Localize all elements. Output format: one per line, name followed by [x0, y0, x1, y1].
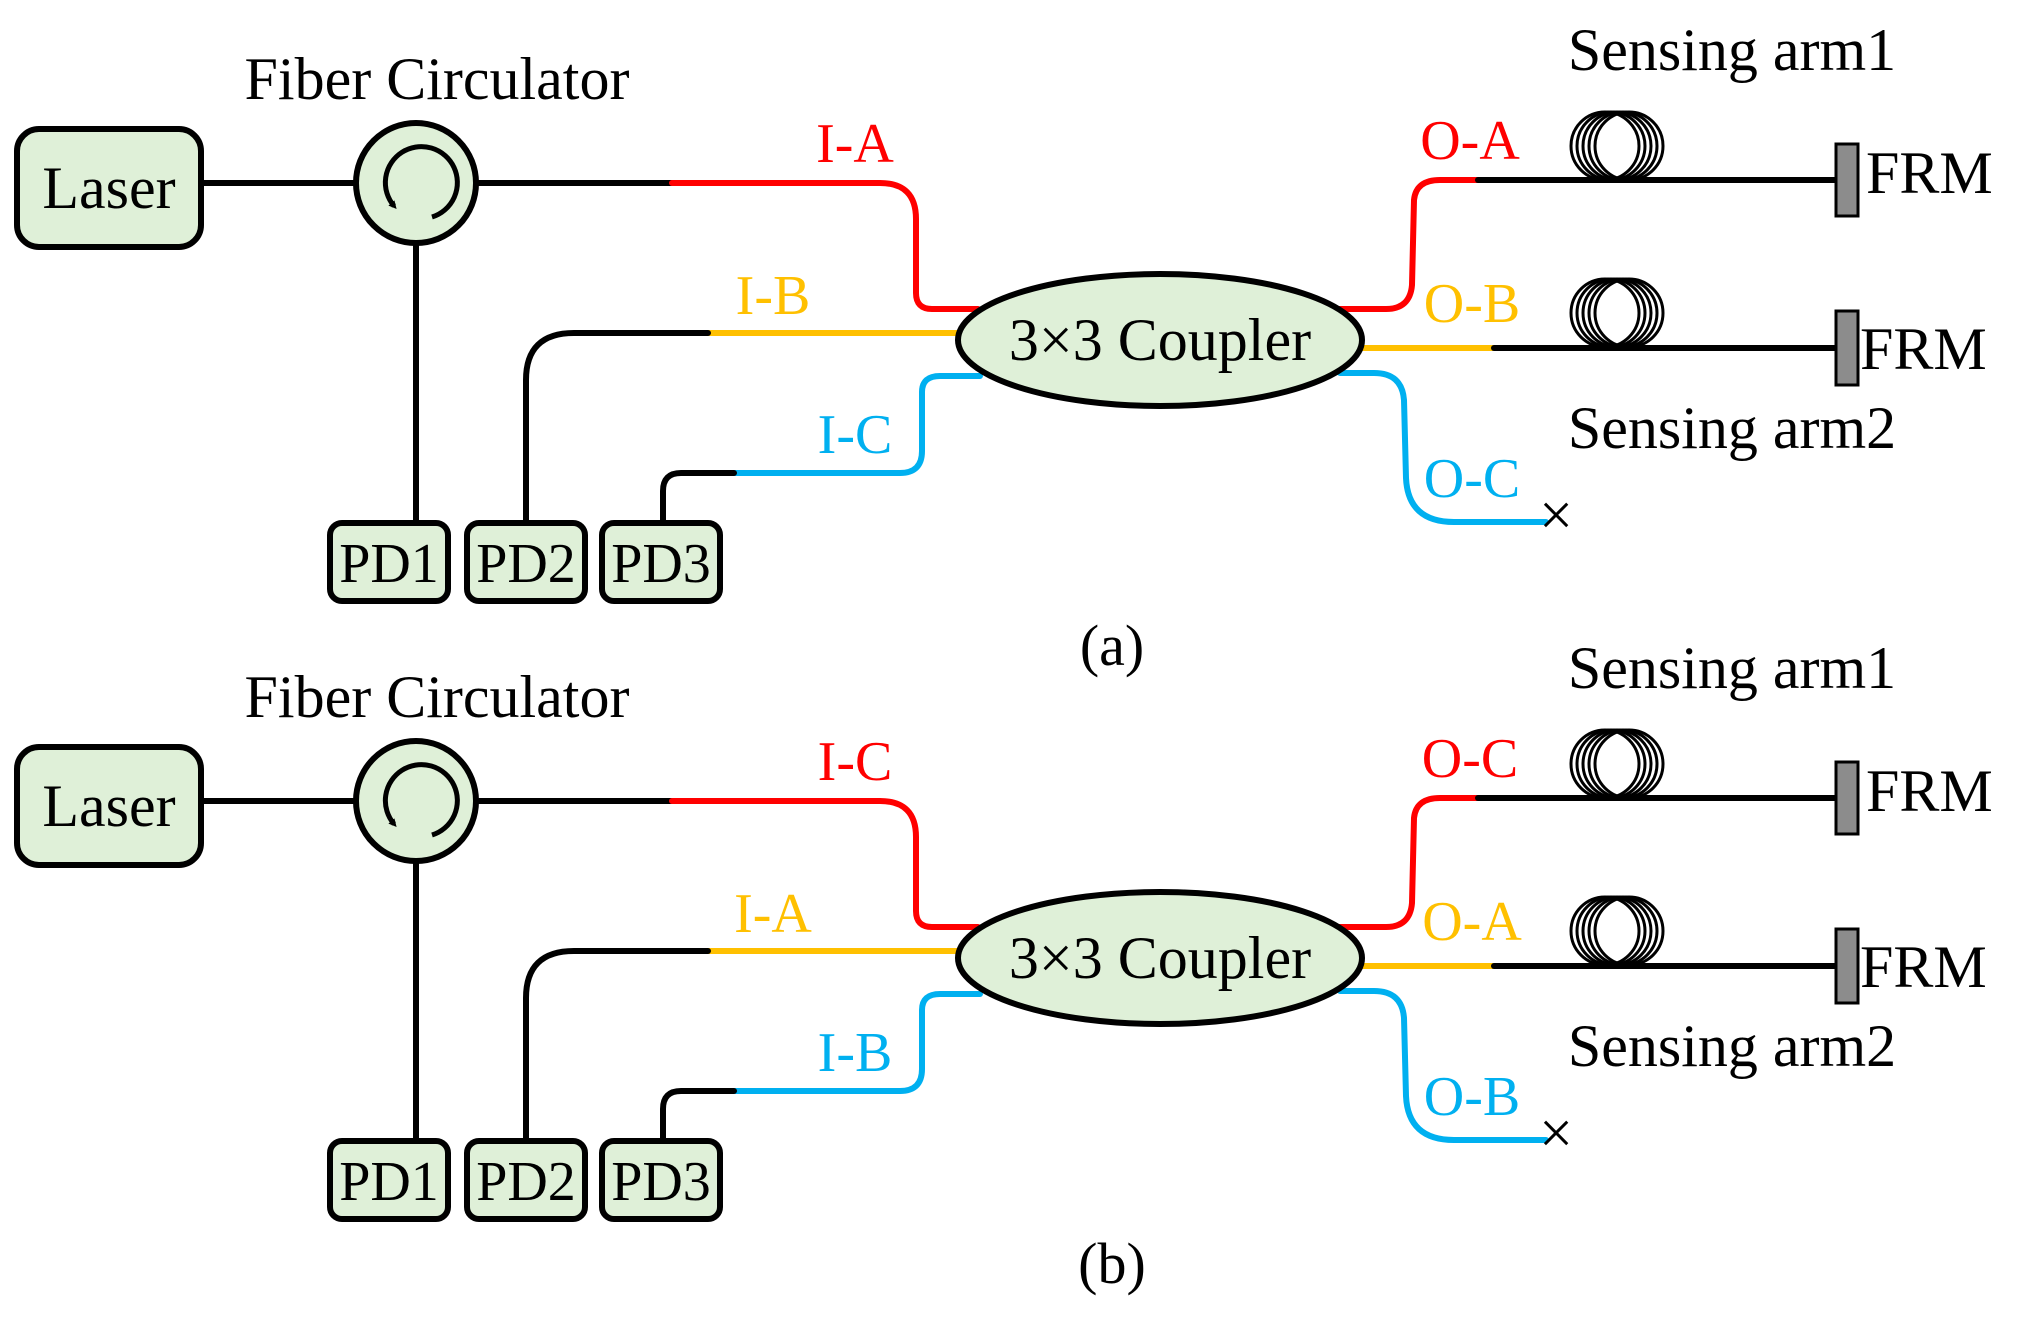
- output-port-label-1: O-C: [1422, 728, 1518, 790]
- input-port-label-1: I-A: [816, 113, 894, 175]
- photodetector-1: [327, 520, 451, 604]
- input-port-label-2: I-A: [734, 883, 812, 945]
- laser-box: [14, 744, 204, 868]
- fiber-coil-icon: [1569, 110, 1665, 182]
- coupler-node: [955, 271, 1365, 409]
- photodetector-label-1: PD1: [339, 533, 439, 595]
- input-port-label-3: I-B: [818, 1022, 893, 1084]
- input-fiber-1: [669, 180, 981, 312]
- photodetector-2: [464, 1138, 588, 1222]
- coupler-node: [955, 889, 1365, 1027]
- sensing-arm2-label: Sensing arm2: [1568, 395, 1896, 461]
- coupler-label: 3×3 Coupler: [1009, 925, 1311, 991]
- output-fiber-3: [1337, 370, 1549, 525]
- photodetector-label-3: PD3: [611, 1151, 711, 1213]
- input-port-label-3: I-C: [818, 404, 893, 466]
- circulator-label: Fiber Circulator: [245, 664, 630, 730]
- laser-box: [14, 126, 204, 250]
- output-fiber-3: [1337, 988, 1549, 1143]
- photodetector-3: [599, 1138, 723, 1222]
- output-port-label-2: O-B: [1424, 273, 1520, 335]
- faraday-rotator-mirror-1: [1834, 760, 1860, 836]
- fiber-coil-icon: [1569, 728, 1665, 800]
- photodetector-2: [464, 520, 588, 604]
- photodetector-1: [327, 1138, 451, 1222]
- input-fiber-3: [731, 373, 983, 476]
- frm2-label: FRM: [1860, 934, 1987, 1000]
- output-port-label-1: O-A: [1420, 110, 1520, 172]
- photodetector-label-2: PD2: [476, 533, 576, 595]
- fiber-coil-icon: [1569, 277, 1665, 349]
- sensing-arm2-label: Sensing arm2: [1568, 1013, 1896, 1079]
- fiber-termination-mark: ×: [1539, 1100, 1573, 1166]
- photodetector-label-2: PD2: [476, 1151, 576, 1213]
- sensing-arm1-label: Sensing arm1: [1568, 635, 1896, 701]
- circulator-rotation-arrow-icon: [382, 144, 460, 220]
- faraday-rotator-mirror-2: [1834, 309, 1860, 387]
- input-fiber-3: [731, 991, 983, 1094]
- frm1-label: FRM: [1866, 758, 1993, 824]
- input-port-label-1: I-C: [818, 731, 893, 793]
- pd3-fiber: [660, 1088, 737, 1144]
- output-port-label-2: O-A: [1422, 891, 1522, 953]
- output-port-label-3: O-B: [1424, 1066, 1520, 1128]
- output-fiber-1: [1319, 795, 1481, 930]
- fiber-coil-icon: [1569, 895, 1665, 967]
- fiber-termination-mark: ×: [1539, 482, 1573, 548]
- panel-caption: (a): [1080, 613, 1144, 678]
- laser-label: Laser: [42, 773, 175, 839]
- frm2-label: FRM: [1860, 316, 1987, 382]
- circulator-rotation-arrow-icon: [382, 762, 460, 838]
- pd2-fiber: [523, 948, 711, 1144]
- photodetector-3: [599, 520, 723, 604]
- output-fiber-1: [1319, 177, 1481, 312]
- pd2-fiber: [523, 330, 711, 526]
- photodetector-label-3: PD3: [611, 533, 711, 595]
- input-fiber-1: [669, 798, 981, 930]
- coupler-label: 3×3 Coupler: [1009, 307, 1311, 373]
- panel-caption: (b): [1078, 1231, 1146, 1296]
- pd3-fiber: [660, 470, 737, 526]
- frm1-label: FRM: [1866, 140, 1993, 206]
- output-port-label-3: O-C: [1424, 448, 1520, 510]
- faraday-rotator-mirror-1: [1834, 142, 1860, 218]
- sensing-arm1-label: Sensing arm1: [1568, 17, 1896, 83]
- laser-label: Laser: [42, 155, 175, 221]
- photodetector-label-1: PD1: [339, 1151, 439, 1213]
- circulator-label: Fiber Circulator: [245, 46, 630, 112]
- faraday-rotator-mirror-2: [1834, 927, 1860, 1005]
- input-port-label-2: I-B: [736, 265, 811, 327]
